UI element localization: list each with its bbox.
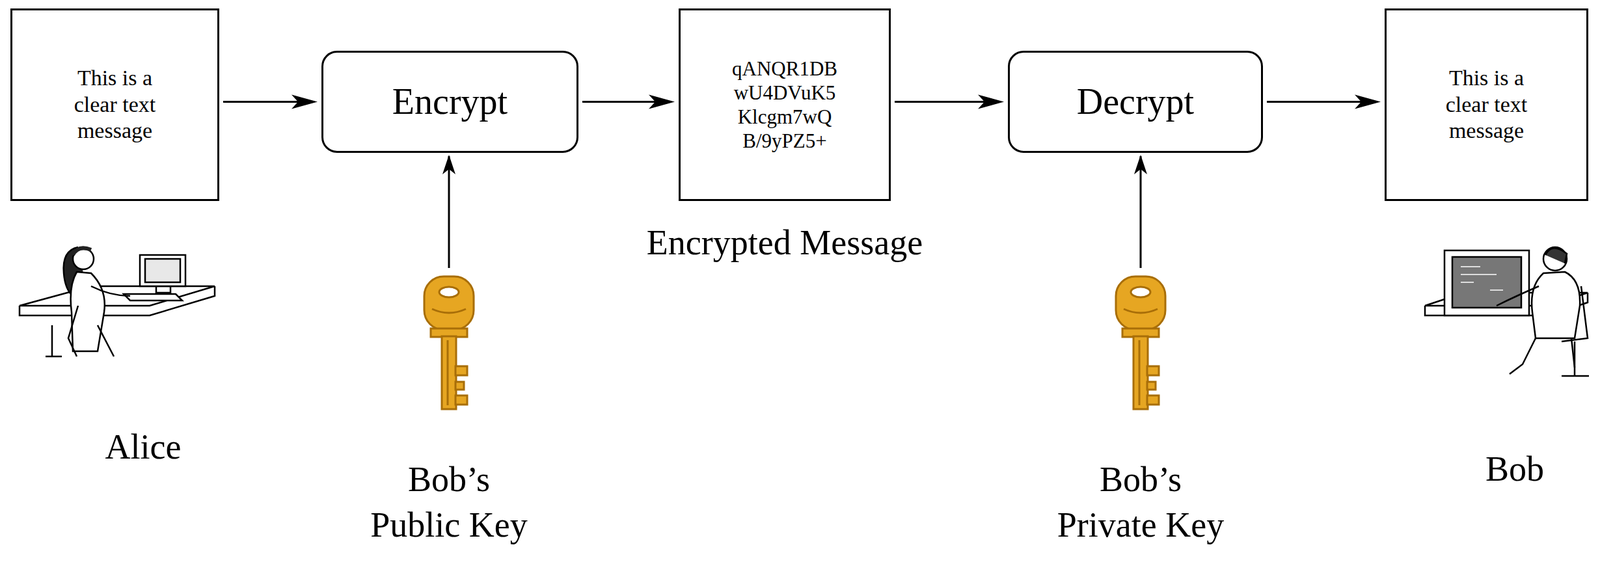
person-name: Bob xyxy=(1484,446,1545,492)
illustration-part xyxy=(139,255,186,287)
illustration-part xyxy=(19,286,215,316)
illustration-part xyxy=(1496,286,1539,306)
key-icon xyxy=(424,156,474,410)
illustration-part xyxy=(1545,247,1567,264)
arrowhead xyxy=(291,94,318,110)
illustration-part xyxy=(68,305,114,357)
illustration-part xyxy=(1543,247,1567,271)
flow-arrow xyxy=(1266,94,1381,110)
illustration-part xyxy=(91,286,131,297)
illustration-part xyxy=(1561,286,1589,377)
illustration-part xyxy=(45,325,62,357)
illustration-part xyxy=(1460,266,1504,291)
person-name: Alice xyxy=(104,424,182,470)
illustration-part xyxy=(1452,257,1522,308)
illustration-part xyxy=(72,247,92,256)
arrow-line xyxy=(1266,100,1362,103)
node-text: This is a clear text message xyxy=(1445,65,1528,145)
illustration-part xyxy=(145,258,181,283)
node-text: Decrypt xyxy=(1076,80,1195,124)
illustration-part xyxy=(156,286,171,293)
illustration-part xyxy=(1531,271,1580,339)
cipher-box: qANQR1DB wU4DVuK5 Klcgm7wQ B/9yPZ5+Encry… xyxy=(678,8,891,202)
illustration-part xyxy=(19,286,215,306)
arrowhead xyxy=(1354,94,1381,110)
arrow-line xyxy=(582,100,656,103)
key-icon xyxy=(1115,156,1166,410)
person-illustration xyxy=(19,247,215,357)
arrow-line xyxy=(894,100,985,103)
arrow-line xyxy=(223,100,299,103)
message-box: This is a clear text message xyxy=(10,8,220,202)
arrowhead xyxy=(977,94,1004,110)
person-illustration xyxy=(1424,247,1589,377)
node-text: Encrypt xyxy=(391,80,509,124)
flow-arrow xyxy=(894,94,1004,110)
illustration-part xyxy=(424,276,474,410)
flow-arrow xyxy=(582,94,675,110)
key-label: Bob’s Public Key xyxy=(369,456,529,548)
illustration-part xyxy=(1509,338,1575,375)
illustration-part xyxy=(1444,250,1530,316)
node-text: qANQR1DB wU4DVuK5 Klcgm7wQ B/9yPZ5+ xyxy=(732,56,839,154)
message-box: This is a clear text message xyxy=(1384,8,1589,202)
illustration-part xyxy=(1139,156,1142,269)
node-text: This is a clear text message xyxy=(74,65,157,145)
process-box: Decrypt xyxy=(1007,50,1263,153)
process-box: Encrypt xyxy=(321,50,579,153)
flow-arrow xyxy=(223,94,318,110)
node-heading: Encrypted Message xyxy=(646,222,923,263)
illustration-part xyxy=(1115,276,1166,410)
illustration-part xyxy=(448,156,451,269)
illustration-part xyxy=(72,248,94,270)
arrowhead xyxy=(648,94,675,110)
key-label: Bob’s Private Key xyxy=(1056,456,1226,548)
illustration-part xyxy=(123,294,183,301)
